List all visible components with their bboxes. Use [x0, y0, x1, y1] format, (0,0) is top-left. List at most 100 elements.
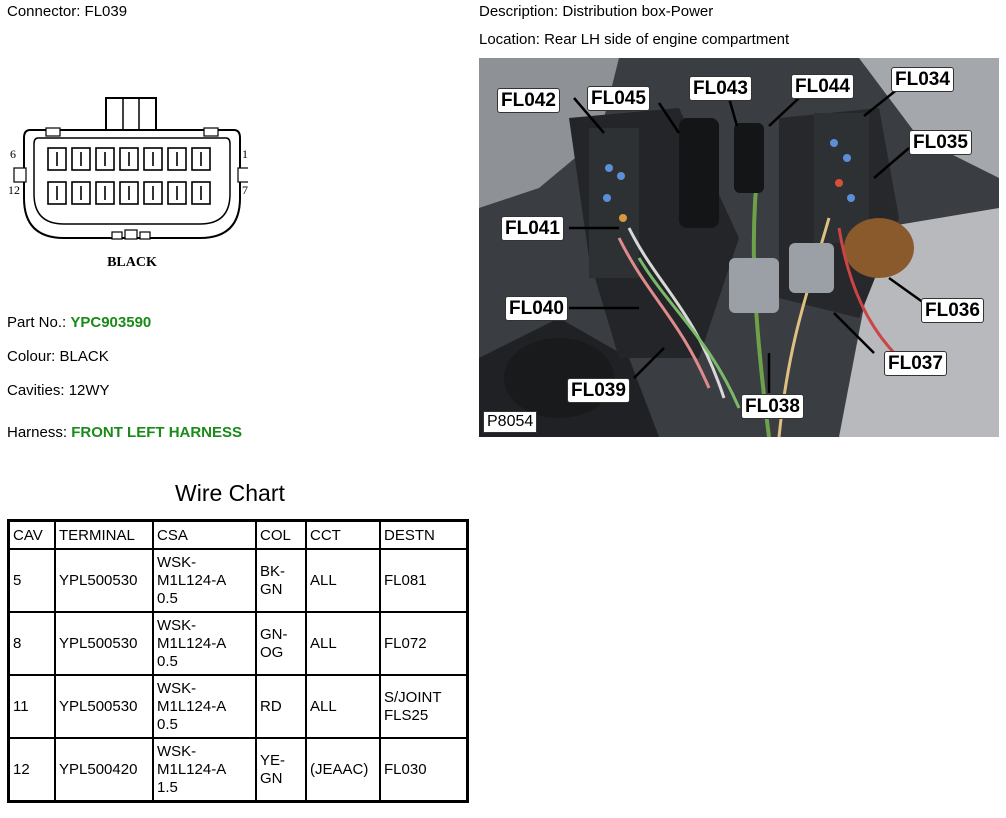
col-cell-line: OG [260, 643, 284, 661]
colour-line: Colour: BLACK [7, 348, 109, 365]
part-number-link[interactable]: YPC903590 [70, 314, 152, 331]
csa-cell-line: 0.5 [157, 589, 178, 607]
connector-cavity [71, 181, 91, 205]
harness-label: Harness: [7, 424, 68, 441]
csa-cell-line: M1L124-A [157, 697, 227, 715]
col-cell-line: RD [260, 697, 282, 715]
col-cell-line: GN [260, 769, 283, 787]
cav-cell: 11 [7, 674, 56, 739]
colour-label: Colour: [7, 348, 56, 365]
cct-cell: ALL [305, 611, 381, 676]
connector-cavity [119, 147, 139, 171]
cct-cell: (JEAAC) [305, 737, 381, 803]
connector-cavity [143, 147, 163, 171]
callout-fl040: FL040 [505, 296, 568, 321]
terminal-cell: YPL500420 [54, 737, 154, 803]
cavities-value: 12WY [68, 382, 110, 399]
description-line: Description: Distribution box-Power [479, 3, 713, 20]
pin-label-12: 12 [8, 183, 20, 197]
terminal-cell: YPL500530 [54, 611, 154, 676]
connector-id: FL039 [84, 3, 128, 20]
connector-cavity [95, 147, 115, 171]
csa-cell-line: WSK- [157, 553, 197, 571]
callout-fl035: FL035 [909, 130, 972, 155]
pin-label-6: 6 [10, 147, 16, 161]
callout-fl041: FL041 [501, 216, 564, 241]
col-cell-line: BK- [260, 562, 286, 580]
callout-fl045: FL045 [587, 86, 650, 111]
destn-cell: FL072 [379, 611, 469, 676]
callout-fl034: FL034 [891, 67, 954, 92]
pin-label-7: 7 [242, 183, 248, 197]
csa-cell-line: M1L124-A [157, 760, 227, 778]
wire-chart-title: Wire Chart [175, 480, 285, 506]
destn-cell-line: FL030 [384, 760, 427, 778]
connector-cavity [143, 181, 163, 205]
connector-cavity [119, 181, 139, 205]
callout-fl037: FL037 [884, 351, 947, 376]
location-line: Location: Rear LH side of engine compart… [479, 31, 789, 48]
photo-image [479, 58, 999, 437]
cct-cell: ALL [305, 548, 381, 613]
csa-cell-line: 0.5 [157, 715, 178, 733]
csa-cell-line: 0.5 [157, 652, 178, 670]
header-cav: CAV [7, 519, 56, 550]
header-terminal: TERMINAL [54, 519, 154, 550]
location-label: Location: [479, 31, 540, 48]
csa-cell-line: WSK- [157, 742, 197, 760]
connector-cavity [47, 181, 67, 205]
col-cell-line: GN [260, 580, 283, 598]
connector-cavity [191, 181, 211, 205]
part-number-label: Part No.: [7, 314, 67, 331]
destn-cell: FL081 [379, 548, 469, 613]
col-cell-line: YE- [260, 751, 286, 769]
colour-value: BLACK [59, 348, 109, 365]
cavities-line: Cavities: 12WY [7, 382, 110, 399]
connector-cavity [47, 147, 67, 171]
destn-cell-line: FL072 [384, 634, 427, 652]
connector-colour-caption: BLACK [107, 255, 157, 270]
cct-cell: ALL [305, 674, 381, 739]
csa-cell-line: M1L124-A [157, 571, 227, 589]
destn-cell-line: FL081 [384, 571, 427, 589]
connector-line: Connector: FL039 [7, 3, 127, 20]
col-cell-line: GN- [260, 625, 288, 643]
callout-fl039: FL039 [567, 378, 630, 403]
connector-cavity [191, 147, 211, 171]
destn-cell-line: S/JOINT [384, 688, 442, 706]
callout-fl036: FL036 [921, 298, 984, 323]
location-value: Rear LH side of engine compartment [544, 31, 790, 48]
terminal-cell: YPL500530 [54, 674, 154, 739]
callout-fl042: FL042 [497, 88, 560, 113]
connector-cavity [95, 181, 115, 205]
destn-cell-line: FLS25 [384, 706, 429, 724]
col-cell: BK-GN [255, 548, 307, 613]
description-value: Distribution box-Power [562, 3, 714, 20]
destn-cell: FL030 [379, 737, 469, 803]
harness-line: Harness: FRONT LEFT HARNESS [7, 424, 242, 441]
engine-compartment-photo: FL042 FL045 FL043 FL044 FL034 FL035 FL04… [479, 58, 999, 437]
cav-cell: 5 [7, 548, 56, 613]
col-cell: RD [255, 674, 307, 739]
header-col: COL [255, 519, 307, 550]
harness-link[interactable]: FRONT LEFT HARNESS [71, 424, 243, 441]
cav-cell: 8 [7, 611, 56, 676]
callout-fl043: FL043 [689, 76, 752, 101]
wire-chart-header-row: CAV TERMINAL CSA COL CCT DESTN [7, 519, 469, 550]
part-number-line: Part No.: YPC903590 [7, 314, 151, 331]
connector-cavity [71, 147, 91, 171]
csa-cell-line: WSK- [157, 679, 197, 697]
cavities-label: Cavities: [7, 382, 65, 399]
description-label: Description: [479, 3, 559, 20]
pin-label-1: 1 [242, 147, 248, 161]
photo-reference: P8054 [483, 411, 538, 433]
terminal-cell: YPL500530 [54, 548, 154, 613]
callout-fl038: FL038 [741, 394, 804, 419]
